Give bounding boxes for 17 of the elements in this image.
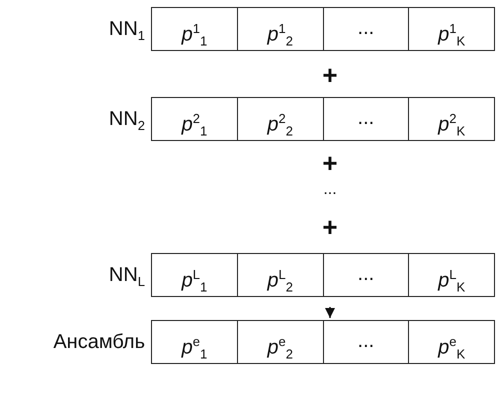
table-cell: ... xyxy=(324,8,410,50)
table-cell: ... xyxy=(324,254,410,296)
probability-row xyxy=(151,97,495,141)
probability-row xyxy=(151,320,495,364)
row-label: NN$_{1}$ xyxy=(108,17,145,45)
table-cell: ... xyxy=(324,98,410,140)
row-label: NN$_{2}$ xyxy=(108,107,145,135)
table-cell: ... xyxy=(324,321,410,363)
operator-sign: + xyxy=(321,62,339,88)
probability-row xyxy=(151,253,495,297)
operator-sign: + xyxy=(321,150,339,176)
probability-row xyxy=(151,7,495,51)
row-label: Ансамбль xyxy=(53,330,145,355)
operator-sign: + xyxy=(321,214,339,240)
operator-sign: ... xyxy=(322,182,338,198)
arrow xyxy=(325,307,335,318)
row-label: NN$_{L}$ xyxy=(108,263,145,291)
